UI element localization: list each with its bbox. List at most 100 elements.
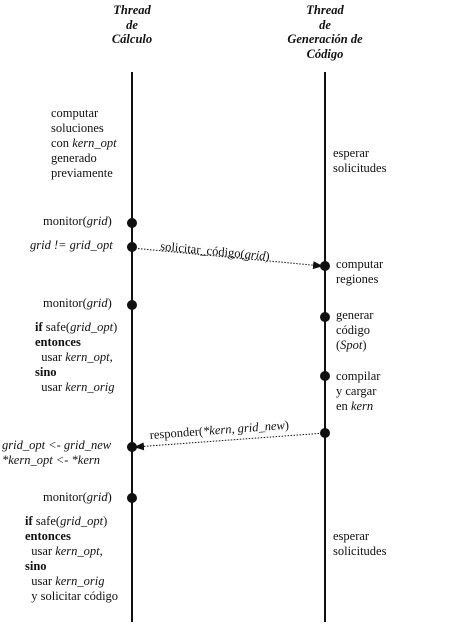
text-run: esperar (333, 529, 370, 543)
text-run: en (336, 399, 351, 413)
text-run: y cargar (336, 384, 377, 398)
text-run: monitor( (43, 490, 87, 504)
text-run: monitor( (43, 214, 87, 228)
text-run: ) (113, 320, 118, 334)
text-run: computar (336, 257, 384, 271)
header-line: de (319, 17, 331, 32)
text-line: *kern_opt <- *kern (2, 453, 111, 468)
text-run: ( (336, 338, 341, 352)
text-run: *kern, grid_new (203, 418, 286, 438)
text-line: usar kern_orig (35, 380, 117, 395)
header-line: de (126, 17, 138, 32)
text-line: sino (35, 365, 117, 380)
text-line: en kern (336, 399, 380, 414)
block-assign: grid_opt <- grid_new*kern_opt <- *kern (2, 438, 111, 468)
text-run: previamente (51, 166, 113, 180)
text-line: solicitudes (333, 161, 386, 176)
event-dot-reply (320, 428, 330, 438)
block-if-safe-1: if safe(grid_opt)entonces usar kern_opt,… (35, 320, 117, 395)
text-run: safe( (32, 514, 61, 528)
text-run: entonces (25, 529, 71, 543)
header-line: Cálculo (111, 32, 153, 46)
text-run: usar (25, 574, 56, 588)
text-line: grid != grid_opt (30, 238, 113, 253)
text-line: solicitudes (333, 544, 386, 559)
text-run: *kern_opt <- *kern (2, 453, 100, 467)
block-monitor-1: monitor(grid) (43, 214, 112, 229)
text-line: computar (51, 106, 117, 121)
text-run: monitor( (43, 296, 87, 310)
text-run: regiones (336, 272, 379, 286)
block-monitor-2: monitor(grid) (43, 296, 112, 311)
text-run: ) (284, 418, 289, 432)
text-line: grid_opt <- grid_new (2, 438, 111, 453)
text-run: safe( (42, 320, 71, 334)
text-run: grid (86, 296, 108, 310)
text-line: y cargar (336, 384, 380, 399)
event-dot-monitor-3 (127, 493, 137, 503)
event-dot-monitor-1 (127, 218, 137, 228)
response-label: responder(*kern, grid_new) (149, 418, 289, 442)
text-run: ) (265, 249, 270, 263)
text-line: esperar (333, 529, 386, 544)
text-run: ) (362, 338, 367, 352)
text-run: solicitudes (333, 544, 387, 558)
text-run: grid (86, 490, 108, 504)
text-run: grid (86, 214, 108, 228)
text-run: responder( (149, 424, 203, 442)
text-line: generar (336, 308, 373, 323)
text-run: generar (336, 308, 374, 322)
text-run: y solicitar código (25, 589, 119, 603)
text-run: ) (107, 490, 112, 504)
block-condition: grid != grid_opt (30, 238, 113, 253)
text-run: , (109, 350, 113, 364)
text-run: con (51, 136, 73, 150)
text-line: (Spot) (336, 338, 373, 353)
event-dot-response (127, 442, 137, 452)
text-line: compilar (336, 369, 380, 384)
text-run: grid_opt <- grid_new (2, 438, 112, 452)
text-line: monitor(grid) (43, 214, 112, 229)
text-line: usar kern_opt, (35, 350, 117, 365)
text-line: y solicitar código (25, 589, 118, 604)
text-run: usar (35, 350, 66, 364)
header-line: Generación de (287, 32, 363, 46)
text-run: generado (51, 151, 97, 165)
text-line: monitor(grid) (43, 490, 112, 505)
text-run: kern_orig (65, 380, 115, 394)
text-line: if safe(grid_opt) (35, 320, 117, 335)
text-line: usar kern_orig (25, 574, 118, 589)
text-run: kern_orig (55, 574, 105, 588)
text-line: código (336, 323, 373, 338)
block-if-safe-2: if safe(grid_opt)entonces usar kern_opt,… (25, 514, 118, 604)
request-label: solicitar_código(grid) (160, 239, 271, 263)
event-dot-monitor-2 (127, 300, 137, 310)
text-run: grid (244, 247, 267, 263)
text-line: generado (51, 151, 117, 166)
text-run: sino (25, 559, 47, 573)
text-run: ) (107, 214, 112, 228)
event-dot-compile (320, 371, 330, 381)
text-line: sino (25, 559, 118, 574)
text-line: previamente (51, 166, 117, 181)
text-line: con kern_opt (51, 136, 117, 151)
text-run: código (336, 323, 371, 337)
text-line: usar kern_opt, (25, 544, 118, 559)
text-line: soluciones (51, 121, 117, 136)
event-dot-request (127, 242, 137, 252)
text-run: sino (35, 365, 57, 379)
text-run: soluciones (51, 121, 104, 135)
request-arrow (131, 247, 323, 270)
text-run: kern_opt (55, 544, 100, 558)
text-run: compilar (336, 369, 381, 383)
text-run: if (25, 514, 33, 528)
text-run: ) (103, 514, 108, 528)
text-run: kern_opt (65, 350, 110, 364)
